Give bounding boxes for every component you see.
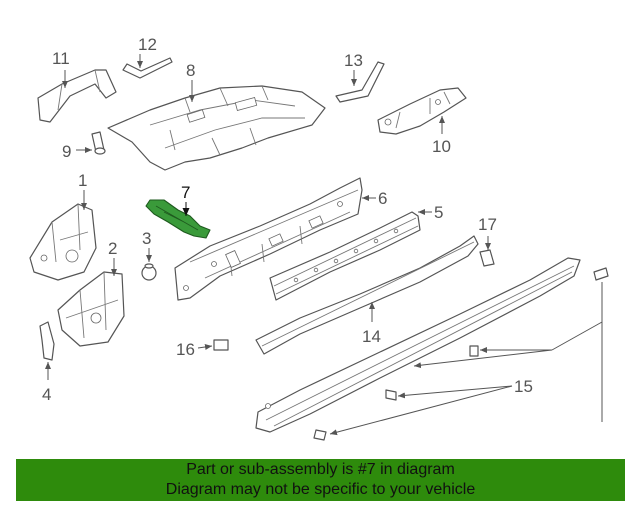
callout-2: 2	[108, 239, 117, 258]
callout-17: 17	[478, 215, 497, 234]
callout-11: 11	[52, 49, 70, 68]
part-4-bracket: 4	[39, 321, 55, 404]
banner-line-1: Part or sub-assembly is #7 in diagram	[186, 461, 455, 478]
parts-diagram: 11 12 8 13 10 9	[29, 35, 609, 441]
part-12-strip: 12	[122, 35, 173, 79]
part-3-plug: 3	[141, 229, 157, 281]
part-2-pillar: 2	[57, 239, 125, 347]
info-banner: Part or sub-assembly is #7 in diagram Di…	[16, 459, 625, 501]
callout-3: 3	[142, 229, 151, 248]
part-8-floor-pan: 8	[107, 61, 326, 171]
callout-15: 15	[514, 377, 533, 396]
part-5-reinforcement: 5	[269, 203, 443, 301]
part-9-grommet: 9	[62, 131, 106, 161]
part-7-highlighted-bracket: 7	[145, 183, 211, 239]
part-16-clip: 16	[176, 339, 229, 359]
part-13-bracket: 13	[335, 51, 385, 103]
callout-16: 16	[176, 340, 195, 359]
callout-6: 6	[378, 189, 387, 208]
part-11-bracket: 11	[37, 49, 117, 123]
part-1-pillar: 1	[29, 171, 97, 281]
callout-14: 14	[362, 327, 381, 346]
part-15-side-skirt: 15	[255, 257, 609, 441]
part-17-clip: 17	[478, 215, 497, 267]
callout-5: 5	[434, 203, 443, 222]
banner-line-2: Diagram may not be specific to your vehi…	[165, 481, 476, 498]
callout-10: 10	[432, 137, 451, 156]
callout-13: 13	[344, 51, 363, 70]
part-10-bracket: 10	[377, 87, 467, 156]
callout-12: 12	[138, 35, 157, 54]
callout-1: 1	[78, 171, 87, 190]
callout-4: 4	[42, 385, 51, 404]
callout-8: 8	[186, 61, 195, 80]
callout-7: 7	[181, 183, 190, 202]
part-6-inner-rocker: 6	[174, 177, 387, 301]
callout-9: 9	[62, 142, 71, 161]
part-14-sill-cover: 14	[255, 235, 479, 355]
